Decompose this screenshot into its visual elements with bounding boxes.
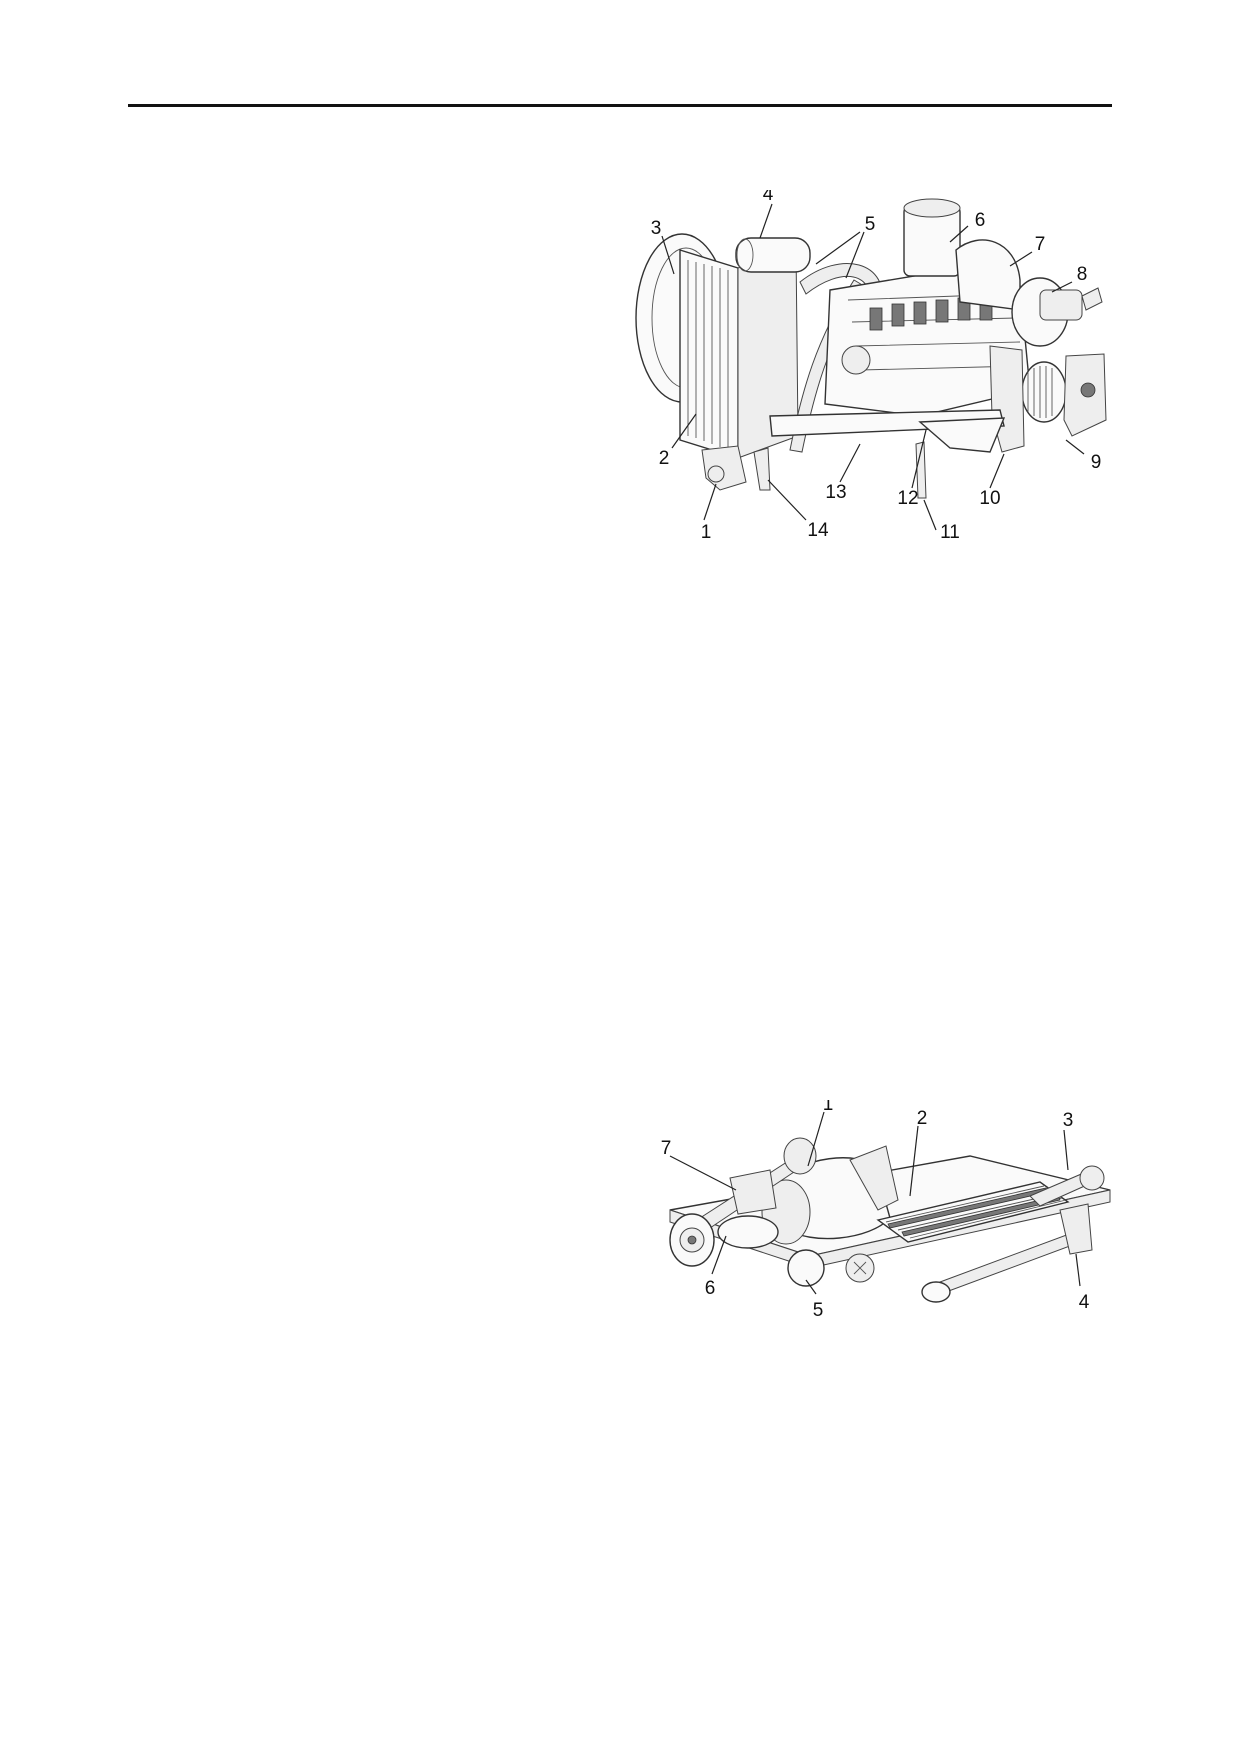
callout-1: 1: [823, 1100, 834, 1115]
chassis-assembly-figure: 1 2 3 7 6 5 4: [640, 1100, 1140, 1350]
support-leg-drawing: [915, 441, 927, 499]
callout-2: 2: [659, 448, 670, 469]
turbocharger-drawing: [955, 239, 1021, 311]
callout-4: 4: [1079, 1292, 1090, 1313]
callout-5: 5: [813, 1300, 824, 1321]
callout-1: 1: [701, 522, 712, 543]
callout-14: 14: [807, 520, 829, 541]
callout-8: 8: [1077, 264, 1088, 285]
gearbox-drawing: [729, 1169, 777, 1215]
front-bracket-drawing: [701, 445, 747, 491]
engine-assembly-figure: 4 3 5 6 7 8 2 9 13 12 10 1 14 11: [620, 190, 1120, 550]
frame-rail-drawing: [769, 409, 1005, 437]
callout-3: 3: [651, 218, 662, 239]
callout-10: 10: [979, 488, 1000, 509]
radiator-core-drawing: [876, 1181, 1070, 1243]
callout-3: 3: [1063, 1110, 1074, 1131]
callout-5: 5: [865, 214, 876, 235]
callout-6: 6: [705, 1278, 716, 1299]
header-rule: [128, 104, 1112, 107]
drum-drawing: [717, 1215, 779, 1249]
radiator-drawing: [679, 249, 739, 459]
pump-drawing: [787, 1249, 875, 1287]
callout-11: 11: [940, 522, 960, 543]
callout-4: 4: [763, 190, 774, 205]
callout-12: 12: [897, 488, 918, 509]
callout-13: 13: [825, 482, 846, 503]
callout-7: 7: [1035, 234, 1046, 255]
air-tank-drawing: [735, 237, 811, 273]
pulley-assembly-drawing: [1021, 353, 1107, 437]
callout-6: 6: [975, 210, 986, 231]
callout-7: 7: [661, 1138, 672, 1159]
front-axle-drawing: [921, 1165, 1105, 1303]
callout-9: 9: [1091, 452, 1102, 473]
callout-2: 2: [917, 1108, 928, 1129]
